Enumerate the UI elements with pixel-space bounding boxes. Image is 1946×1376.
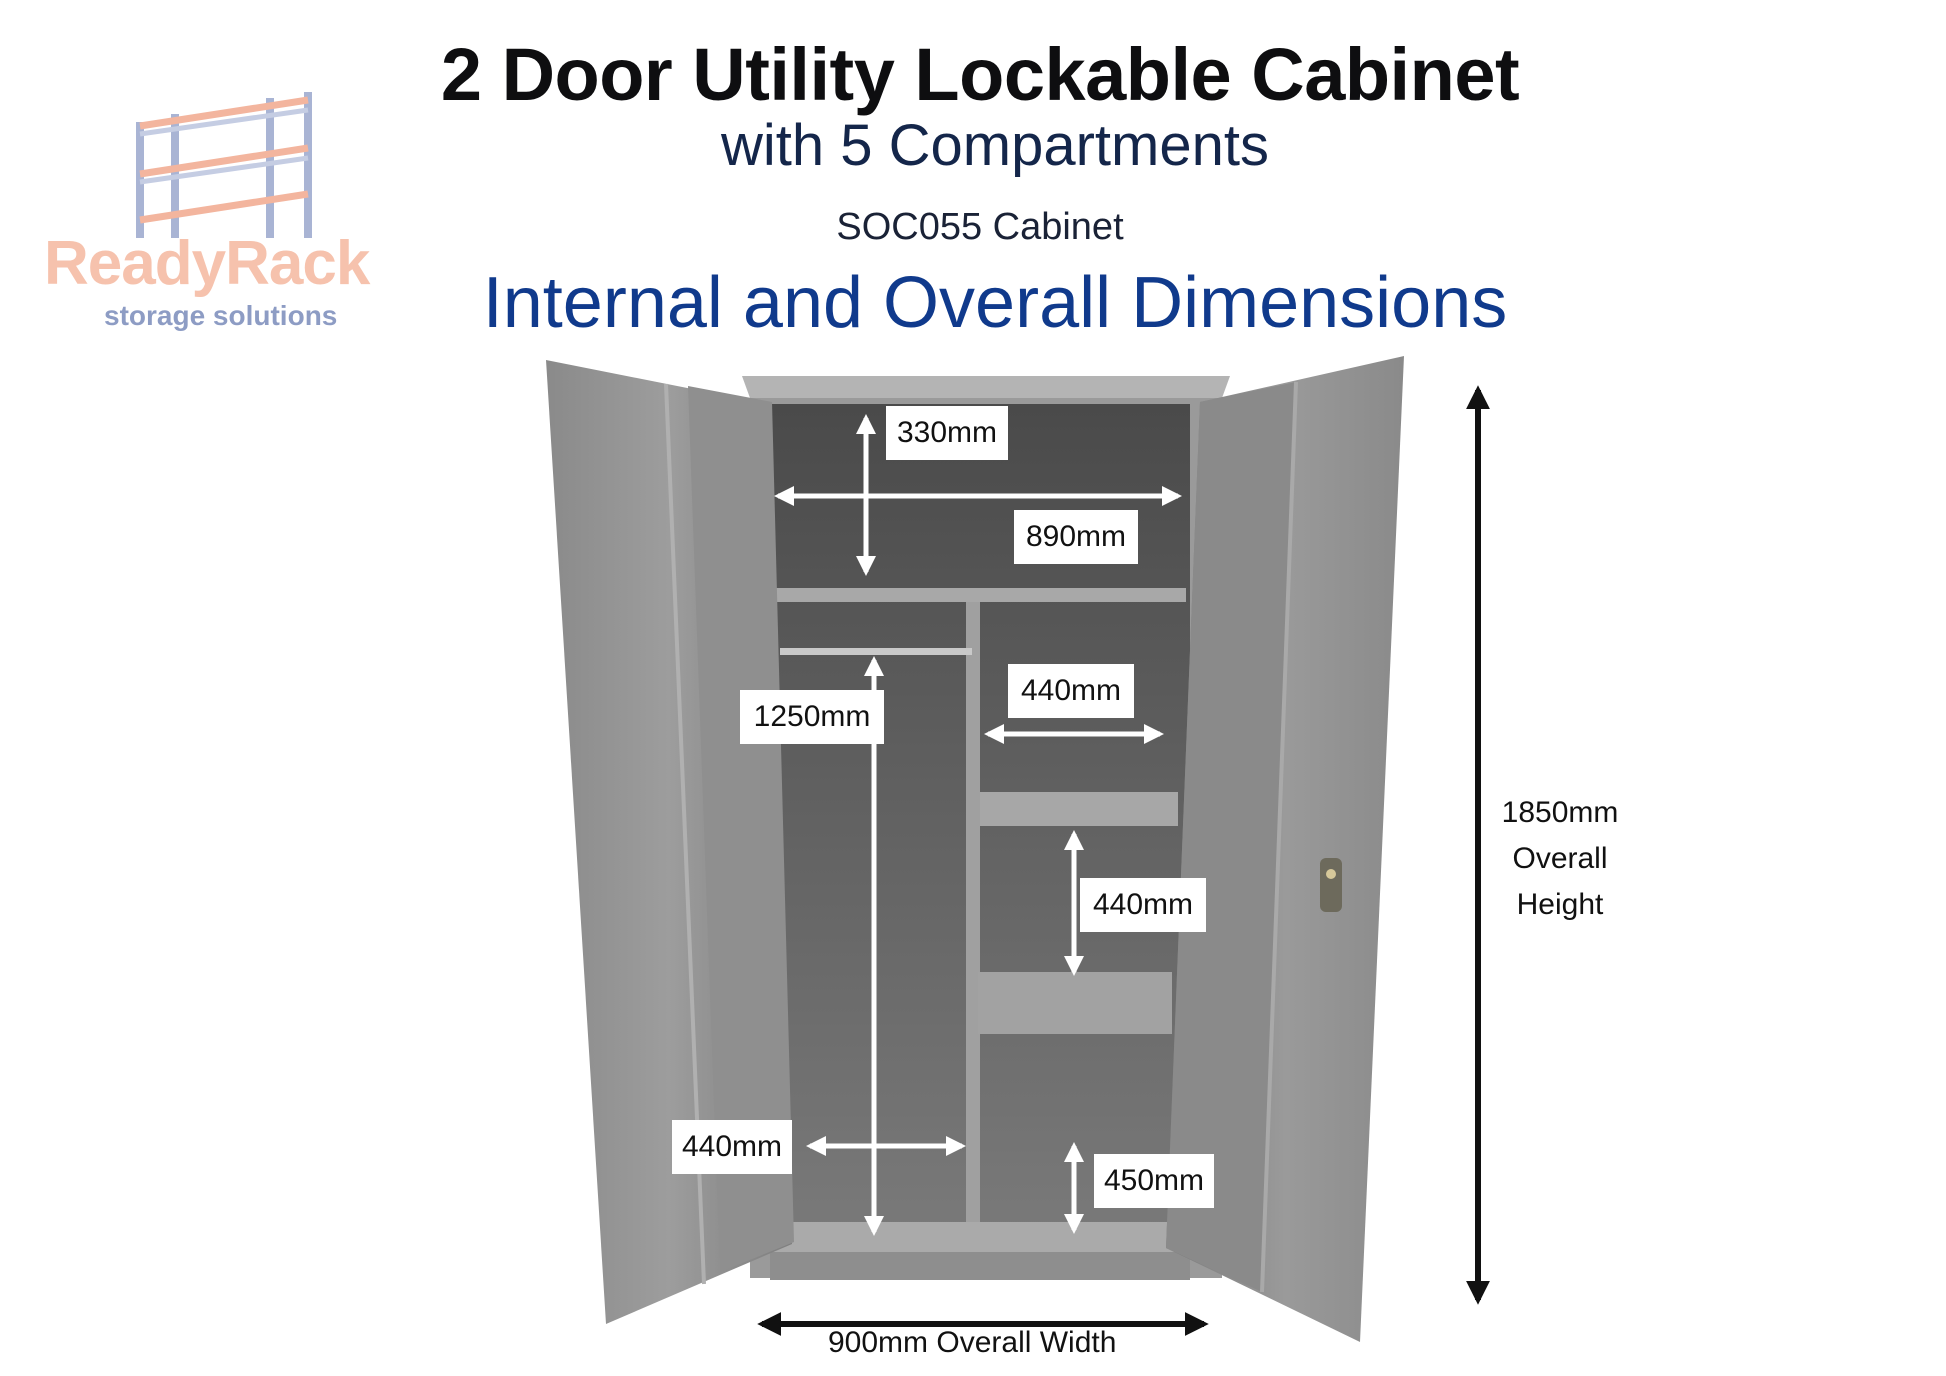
label-top-width: 890mm (1014, 510, 1138, 564)
label-shelf-height: 440mm (1080, 878, 1206, 932)
shelving-rack-icon (136, 92, 312, 238)
lock-icon (1320, 858, 1342, 912)
label-overall-width: 900mm Overall Width (828, 1326, 1117, 1359)
logo-wordmark: ReadyRack (44, 229, 370, 298)
shelf-1 (980, 792, 1178, 826)
label-bottom-height: 450mm (1094, 1154, 1214, 1208)
label-overall-height-word1: Overall (1512, 842, 1608, 875)
logo-tagline: storage solutions (104, 300, 338, 331)
left-door-return (688, 386, 794, 1272)
label-top-height: 330mm (886, 406, 1008, 460)
hanging-rail (780, 648, 972, 655)
label-robe-height: 1250mm (740, 690, 884, 744)
section-title: Internal and Overall Dimensions (482, 263, 1508, 343)
model-name: SOC055 Cabinet (836, 206, 1124, 248)
cabinet-plinth (770, 1252, 1190, 1280)
label-overall-height-value: 1850mm (1501, 796, 1619, 829)
top-shelf (774, 588, 1186, 602)
title-line1: 2 Door Utility Lockable Cabinet (440, 33, 1520, 116)
cabinet-top (742, 376, 1230, 398)
center-divider (966, 602, 980, 1222)
label-shelf-width: 440mm (1008, 664, 1134, 718)
label-robe-width: 440mm (672, 1120, 792, 1174)
cabinet-floor (770, 1222, 1190, 1252)
label-overall-height-word2: Height (1516, 888, 1604, 921)
right-door-return (1166, 382, 1296, 1292)
shelf-2 (978, 972, 1172, 1034)
title-line2: with 5 Compartments (721, 113, 1269, 178)
